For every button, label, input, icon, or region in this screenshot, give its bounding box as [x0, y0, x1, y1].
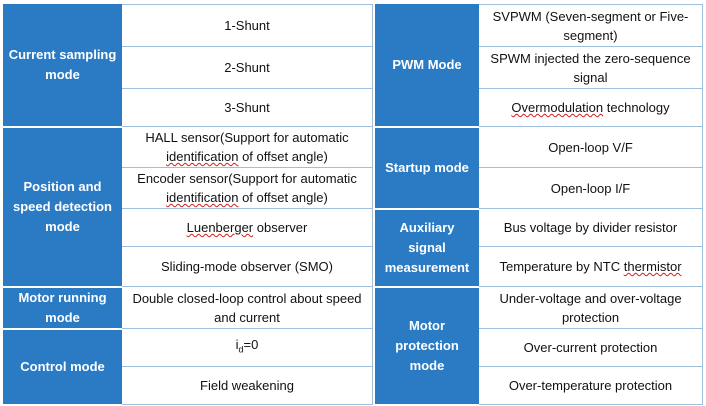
table-row: Current sampling mode 1-Shunt PWM Mode S… — [3, 4, 703, 405]
cell-double-closed-loop: Double closed-loop control about speed a… — [121, 286, 373, 329]
spellcheck-word: Luenberger — [186, 220, 254, 235]
cell-3-shunt: 3-Shunt — [121, 88, 373, 127]
cell-hall-sensor: HALL sensor(Support for automatic identi… — [121, 126, 373, 168]
cell-text: Temperature by NTC — [499, 259, 624, 274]
spellcheck-word: identification — [166, 190, 239, 205]
table-row: Motor running mode Double closed-loop co… — [3, 286, 703, 406]
cell-open-loop-if: Open-loop I/F — [478, 167, 703, 209]
table-row: Control mode id=0 Over-current protectio… — [3, 328, 703, 406]
spellcheck-word: thermistor — [623, 259, 682, 274]
cell-text: =0 — [243, 337, 259, 353]
cell-overmodulation: Overmodulation technology — [478, 88, 703, 127]
cell-sliding-mode-observer: Sliding-mode observer (SMO) — [121, 246, 373, 287]
column-gap — [372, 4, 376, 405]
cell-encoder-sensor: Encoder sensor(Support for automatic ide… — [121, 167, 373, 209]
table-row: 2-Shunt SPWM injected the zero-sequence … — [4, 46, 703, 89]
cell-2-shunt: 2-Shunt — [121, 46, 373, 89]
cell-text: technology — [603, 100, 670, 115]
table-row: 3-Shunt Overmodulation technology — [4, 88, 703, 127]
cell-over-current: Over-current protection — [478, 328, 703, 367]
cell-ntc-thermistor: Temperature by NTC thermistor — [478, 246, 703, 287]
category-position-speed-detection-mode: Position and speed detection mode — [3, 126, 122, 288]
cell-over-temperature: Over-temperature protection — [478, 366, 703, 405]
cell-text: observer — [253, 220, 308, 235]
category-motor-protection-mode: Motor protection mode — [375, 286, 479, 406]
cell-text: Encoder sensor(Support for automatic — [137, 171, 357, 186]
cell-svpwm: SVPWM (Seven-segment or Five-segment) — [478, 4, 703, 47]
cell-1-shunt: 1-Shunt — [121, 4, 373, 47]
cell-bus-voltage: Bus voltage by divider resistor — [478, 208, 703, 247]
cell-text: of offset angle) — [238, 190, 328, 205]
category-control-mode: Control mode — [3, 328, 122, 406]
table-row: Position and speed detection mode HALL s… — [3, 126, 703, 288]
motor-control-spec-table: Current sampling mode 1-Shunt PWM Mode S… — [3, 4, 703, 406]
table-row: Field weakening Over-temperature protect… — [4, 366, 703, 405]
cell-luenberger-observer: Luenberger observer — [121, 208, 373, 247]
cell-text: HALL sensor(Support for automatic — [145, 130, 349, 145]
cell-text: i — [235, 337, 239, 353]
category-pwm-mode: PWM Mode — [375, 4, 479, 128]
table-row: Sliding-mode observer (SMO) Temperature … — [4, 246, 703, 287]
cell-field-weakening: Field weakening — [121, 366, 373, 405]
category-auxiliary-signal-measurement: Auxiliary signal measurement — [375, 208, 479, 288]
table-row: Luenberger observer Auxiliary signal mea… — [4, 208, 703, 288]
category-startup-mode: Startup mode — [375, 126, 479, 210]
cell-id-zero: id=0 — [121, 328, 373, 367]
category-current-sampling-mode: Current sampling mode — [3, 4, 122, 128]
category-motor-running-mode: Motor running mode — [3, 286, 122, 330]
cell-text: of offset angle) — [238, 149, 328, 164]
cell-voltage-protection: Under-voltage and over-voltage protectio… — [478, 286, 703, 329]
spellcheck-word: Overmodulation — [511, 100, 604, 115]
subscript-d: d — [238, 344, 244, 355]
cell-open-loop-vf: Open-loop V/F — [478, 126, 703, 168]
cell-spwm-zero-sequence: SPWM injected the zero-sequence signal — [478, 46, 703, 89]
spellcheck-word: identification — [166, 149, 239, 164]
